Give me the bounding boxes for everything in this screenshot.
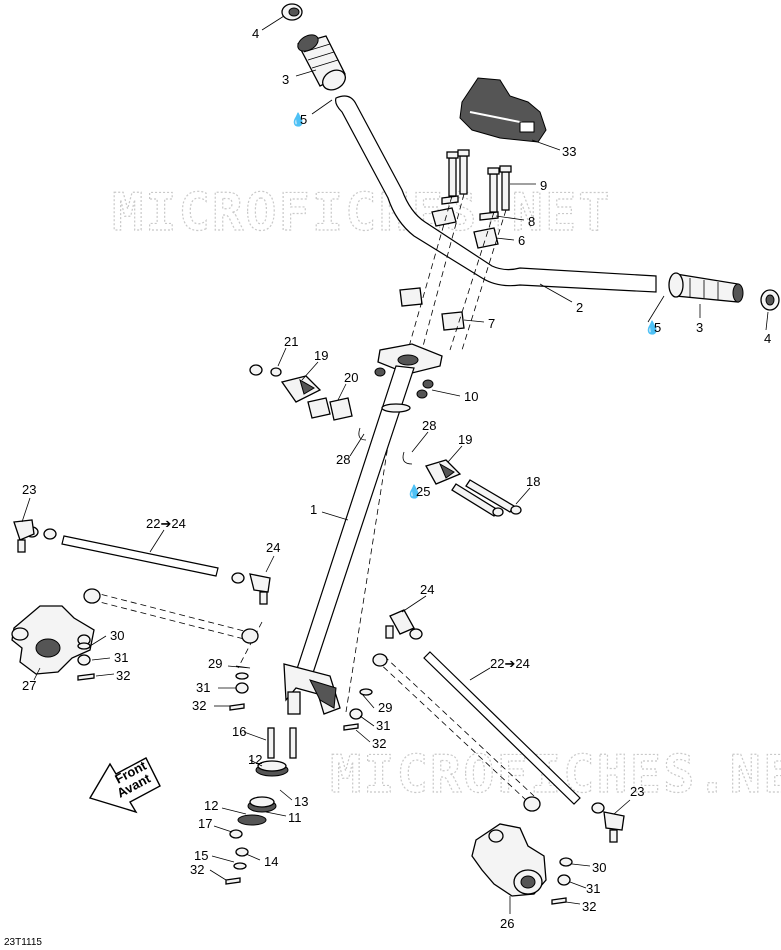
callout-9: 9 — [540, 178, 547, 193]
callout-29: 29 — [378, 700, 392, 715]
callout-19: 19 — [458, 432, 472, 447]
callout-3: 3 — [696, 320, 703, 335]
callout-7: 7 — [488, 316, 495, 331]
right-tie-rod-assembled — [372, 653, 541, 812]
callout-29: 29 — [208, 656, 222, 671]
callout-6: 6 — [518, 233, 525, 248]
callout-8: 8 — [528, 214, 535, 229]
drop-icon: 💧 — [290, 112, 306, 127]
callout-21: 21 — [284, 334, 298, 349]
callout-24: 24 — [420, 582, 434, 597]
callout-22-to-24: 22➔24 — [490, 656, 530, 671]
callout-1: 1 — [310, 502, 317, 517]
callout-14: 14 — [264, 854, 278, 869]
drawing-code: 23T1115 — [4, 937, 42, 948]
upper-clamps — [431, 195, 499, 249]
callout-12: 12 — [248, 752, 262, 767]
left-knuckle-hardware — [77, 642, 249, 711]
callout-12: 12 — [204, 798, 218, 813]
drop-icon: 💧 — [644, 320, 660, 335]
clamp-bolts — [446, 149, 512, 213]
callout-23: 23 — [630, 784, 644, 799]
callout-13: 13 — [294, 794, 308, 809]
callout-19: 19 — [314, 348, 328, 363]
callout-22-to-24: 22➔24 — [146, 516, 186, 531]
callout-5: 5 — [300, 112, 307, 127]
callout-31: 31 — [376, 718, 390, 733]
callout-4: 4 — [764, 331, 771, 346]
left-grip — [297, 34, 346, 91]
callout-2: 2 — [576, 300, 583, 315]
handlebar-cover — [459, 77, 547, 143]
steering-column — [283, 365, 415, 715]
leader-lines — [21, 15, 769, 914]
callout-5: 5 — [654, 320, 661, 335]
left-end-cap — [281, 3, 303, 21]
callout-10: 10 — [464, 389, 478, 404]
callout-30: 30 — [110, 628, 124, 643]
bearing-stack — [225, 727, 297, 885]
drop-icon: 💧 — [406, 484, 422, 499]
callout-15: 15 — [194, 848, 208, 863]
handlebar — [335, 95, 657, 293]
callout-17: 17 — [198, 816, 212, 831]
callout-25: 25 — [416, 484, 430, 499]
callout-20: 20 — [344, 370, 358, 385]
left-tie-rod-assembled — [83, 588, 259, 644]
right-knuckle-hardware — [343, 688, 573, 905]
callout-24: 24 — [266, 540, 280, 555]
right-bushing-assembly — [402, 451, 522, 517]
right-end-cap — [760, 289, 780, 311]
callout-11: 11 — [288, 810, 302, 825]
callout-31: 31 — [114, 650, 128, 665]
left-tie-rod — [13, 519, 271, 605]
callout-labels: 4 3 💧 5 33 9 8 6 2 💧 5 3 4 7 21 19 20 10… — [22, 26, 771, 931]
callout-28: 28 — [422, 418, 436, 433]
callout-4: 4 — [252, 26, 259, 41]
callout-26: 26 — [500, 916, 514, 931]
callout-31: 31 — [586, 881, 600, 896]
callout-28: 28 — [336, 452, 350, 467]
watermark-top: MICROFICHES.NET — [112, 183, 612, 243]
alignment-lines — [237, 193, 507, 713]
right-tie-rod — [385, 609, 625, 843]
callout-16: 16 — [232, 724, 246, 739]
callout-23: 23 — [22, 482, 36, 497]
front-direction-arrow: Front Avant — [88, 757, 161, 814]
right-knuckle — [471, 823, 547, 897]
left-bushing-assembly — [249, 364, 367, 441]
left-knuckle — [11, 605, 95, 675]
callout-3: 3 — [282, 72, 289, 87]
callout-32: 32 — [192, 698, 206, 713]
right-grip — [668, 272, 744, 303]
callout-32: 32 — [190, 862, 204, 877]
callout-27: 27 — [22, 678, 36, 693]
handlebar-support — [374, 343, 443, 399]
callout-31: 31 — [196, 680, 210, 695]
callout-32: 32 — [582, 899, 596, 914]
lower-clamps — [399, 287, 465, 331]
callout-18: 18 — [526, 474, 540, 489]
callout-30: 30 — [592, 860, 606, 875]
callout-33: 33 — [562, 144, 576, 159]
callout-32: 32 — [116, 668, 130, 683]
callout-32: 32 — [372, 736, 386, 751]
